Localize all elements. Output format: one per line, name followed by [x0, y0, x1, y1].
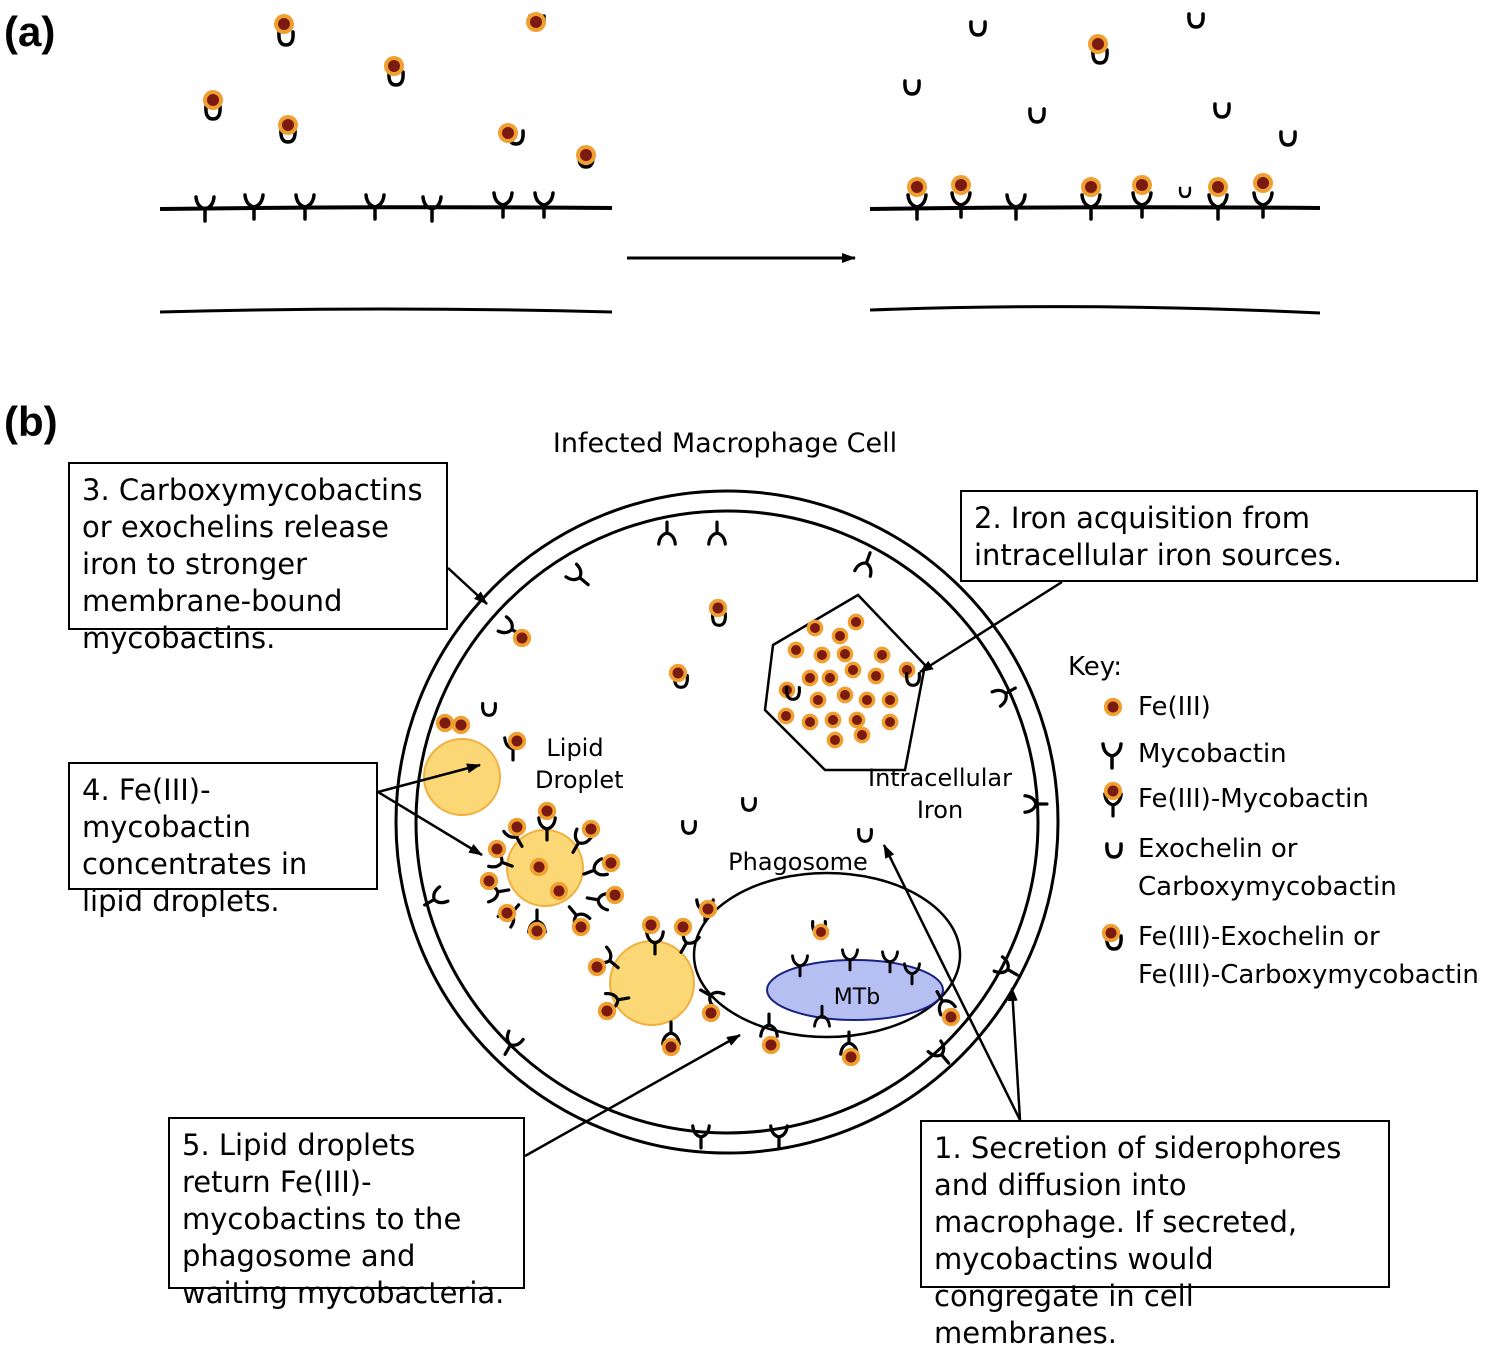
phagosome-label: Phagosome	[728, 848, 868, 876]
key-mycobactin-label: Mycobactin	[1138, 739, 1287, 769]
key-fe-exochelin-label-1: Fe(III)-Exochelin or	[1138, 922, 1380, 952]
diagram-canvas	[159, 12, 1321, 1158]
key-fe-label: Fe(III)	[1138, 692, 1211, 722]
cell-molecules	[418, 520, 1049, 1150]
step-1-box: 1. Secretion of siderophores and diffusi…	[920, 1120, 1390, 1350]
lipid-droplet-1	[423, 738, 501, 816]
fe-mycobactin-icons-right	[906, 173, 1274, 221]
key-fe-mycobactin-label: Fe(III)-Mycobactin	[1138, 784, 1369, 814]
step-2-box: 2. Iron acquisition from intracellular i…	[960, 490, 1478, 582]
step-3-box: 3. Carboxymycobactins or exochelins rele…	[68, 462, 448, 655]
membrane-outer-left	[159, 205, 613, 211]
cell-membrane-outer	[394, 489, 1060, 1155]
panel-b	[377, 489, 1123, 1158]
intracellular-iron-label: Intracellular Iron	[867, 764, 1013, 824]
key-exochelin-icon	[1105, 842, 1123, 859]
mtb-bacterium	[766, 959, 944, 1021]
mtb-label: MTb	[833, 985, 881, 1010]
lipid-droplet-label: Lipid Droplet	[535, 734, 624, 794]
step-5-box: 5. Lipid droplets return Fe(III)-mycobac…	[168, 1117, 525, 1310]
key-exochelin-label-2: Carboxymycobactin	[1138, 872, 1397, 902]
step-4-box: 4. Fe(III)-mycobactin concentrates in li…	[68, 762, 378, 918]
key-title: Key:	[1068, 652, 1123, 682]
membrane-inner-right	[869, 305, 1321, 315]
panel-a-label: (a)	[4, 8, 56, 55]
fe-exochelin-icons-left	[203, 12, 596, 169]
key-fe-icon	[1103, 697, 1123, 717]
key-mycobactin-icon	[1101, 742, 1123, 770]
annotation-arrows	[377, 567, 1063, 1158]
cell-membrane-inner	[414, 509, 1040, 1135]
key-exochelin-label-1: Exochelin or	[1138, 834, 1298, 864]
phagosome	[692, 871, 962, 1039]
key-icons	[1101, 697, 1123, 951]
diagram-title: Infected Macrophage Cell	[552, 428, 898, 459]
membrane-inner-left	[159, 307, 613, 314]
exochelin-icons-right	[903, 12, 1297, 199]
panel-a	[159, 12, 1321, 315]
panel-b-label: (b)	[4, 398, 58, 445]
membrane-outer-right	[869, 205, 1321, 211]
key-fe-exochelin-label-2: Fe(III)-Carboxymycobactin	[1138, 960, 1479, 990]
